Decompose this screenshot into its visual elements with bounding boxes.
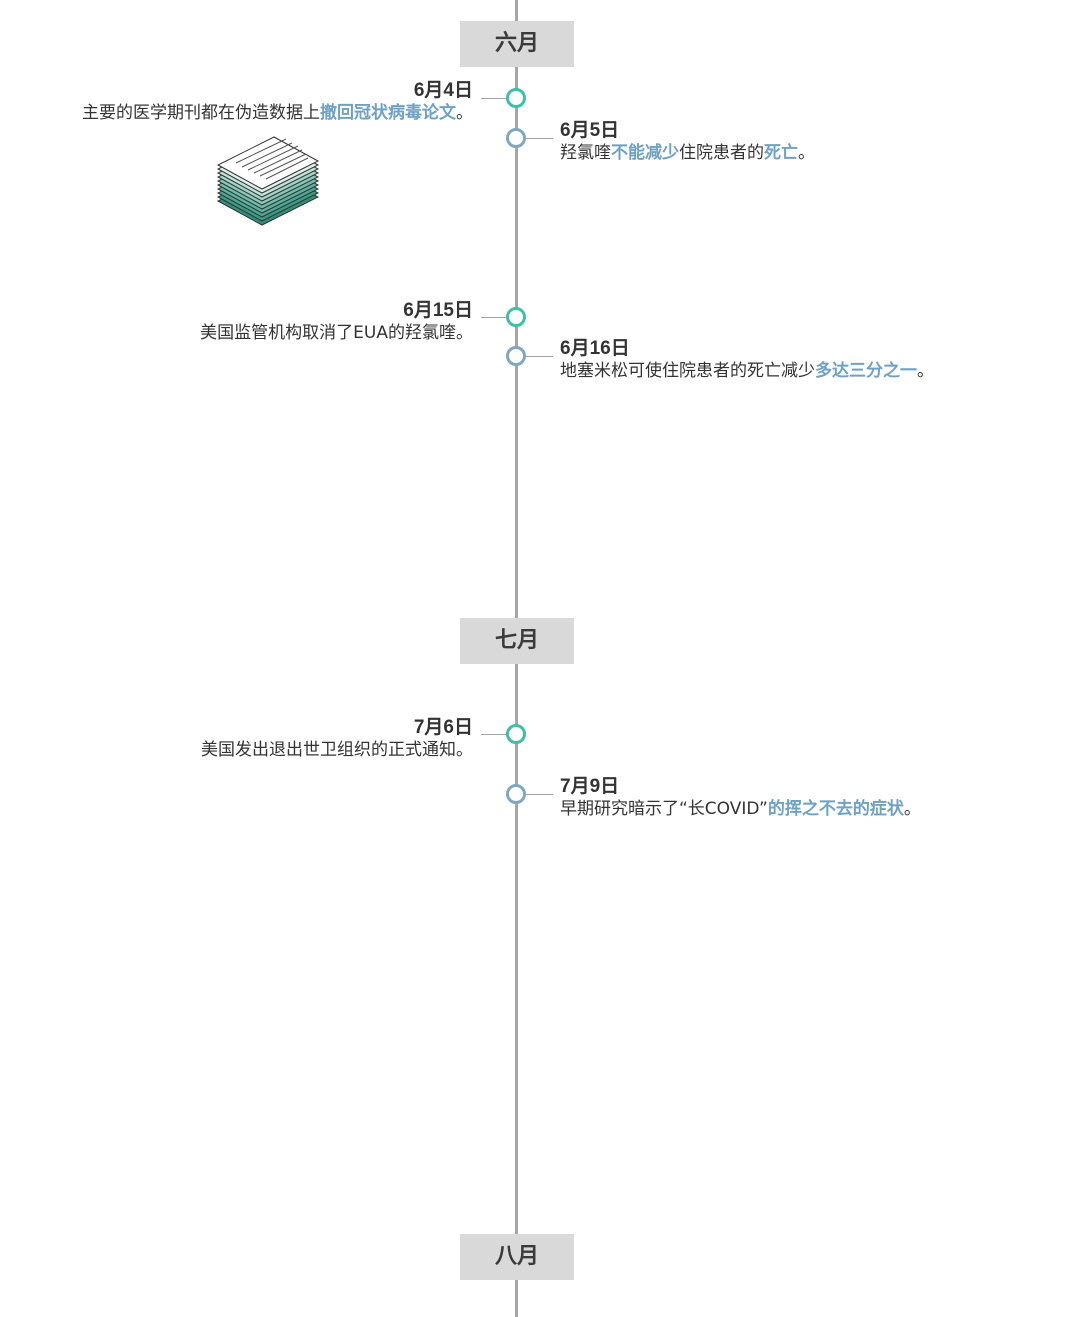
paper-stack-icon	[216, 136, 320, 226]
event-text: 早期研究暗示了“长COVID”	[560, 799, 768, 819]
event-description: 地塞米松可使住院患者的死亡减少多达三分之一。	[560, 360, 934, 382]
event-marker-blue	[506, 784, 526, 804]
event-text-end: 。	[456, 103, 473, 123]
month-label-august: 八月	[460, 1234, 574, 1280]
event-description: 早期研究暗示了“长COVID”的挥之不去的症状。	[560, 798, 921, 820]
event-link[interactable]: 不能减少	[611, 143, 679, 163]
event-jun-15: 6月15日 美国监管机构取消了EUA的羟氯喹。	[200, 300, 473, 344]
event-date: 6月5日	[560, 120, 620, 141]
event-date: 7月6日	[413, 717, 473, 738]
event-date: 6月4日	[413, 80, 473, 101]
event-marker-teal	[506, 88, 526, 108]
event-connector	[525, 138, 553, 139]
event-date: 6月16日	[560, 338, 630, 359]
event-connector	[481, 98, 507, 99]
event-marker-blue	[506, 128, 526, 148]
event-marker-teal	[506, 307, 526, 327]
month-label-june: 六月	[460, 21, 574, 67]
event-description: 羟氯喹不能减少住院患者的死亡。	[560, 142, 815, 164]
event-connector	[525, 356, 553, 357]
event-text-end: 。	[798, 143, 815, 163]
event-jun-16: 6月16日 地塞米松可使住院患者的死亡减少多达三分之一。	[560, 338, 934, 382]
event-link[interactable]: 多达三分之一	[815, 361, 917, 381]
event-text: 主要的医学期刊都在伪造数据上	[82, 103, 320, 123]
event-connector	[525, 794, 553, 795]
event-text-mid: 住院患者的	[679, 143, 764, 163]
event-text: 地塞米松可使住院患者的死亡减少	[560, 361, 815, 381]
event-description: 美国发出退出世卫组织的正式通知。	[201, 740, 473, 760]
event-connector	[481, 317, 507, 318]
event-text-end: 。	[917, 361, 934, 381]
event-date: 7月9日	[560, 776, 620, 797]
event-link[interactable]: 撤回冠状病毒论文	[320, 103, 456, 123]
event-connector	[481, 734, 507, 735]
event-jul-9: 7月9日 早期研究暗示了“长COVID”的挥之不去的症状。	[560, 776, 921, 820]
event-description: 主要的医学期刊都在伪造数据上撤回冠状病毒论文。	[82, 102, 473, 124]
event-jul-6: 7月6日 美国发出退出世卫组织的正式通知。	[201, 717, 473, 761]
month-label-july: 七月	[460, 618, 574, 664]
event-marker-teal	[506, 724, 526, 744]
event-marker-blue	[506, 346, 526, 366]
event-text: 羟氯喹	[560, 143, 611, 163]
event-link[interactable]: 死亡	[764, 143, 798, 163]
event-text-end: 。	[903, 799, 921, 819]
event-date: 6月15日	[403, 300, 473, 321]
event-jun-4: 6月4日 主要的医学期刊都在伪造数据上撤回冠状病毒论文。	[82, 80, 473, 124]
event-description: 美国监管机构取消了EUA的羟氯喹。	[200, 323, 473, 343]
event-jun-5: 6月5日 羟氯喹不能减少住院患者的死亡。	[560, 120, 815, 164]
event-link[interactable]: 的挥之不去的症状	[767, 799, 904, 819]
